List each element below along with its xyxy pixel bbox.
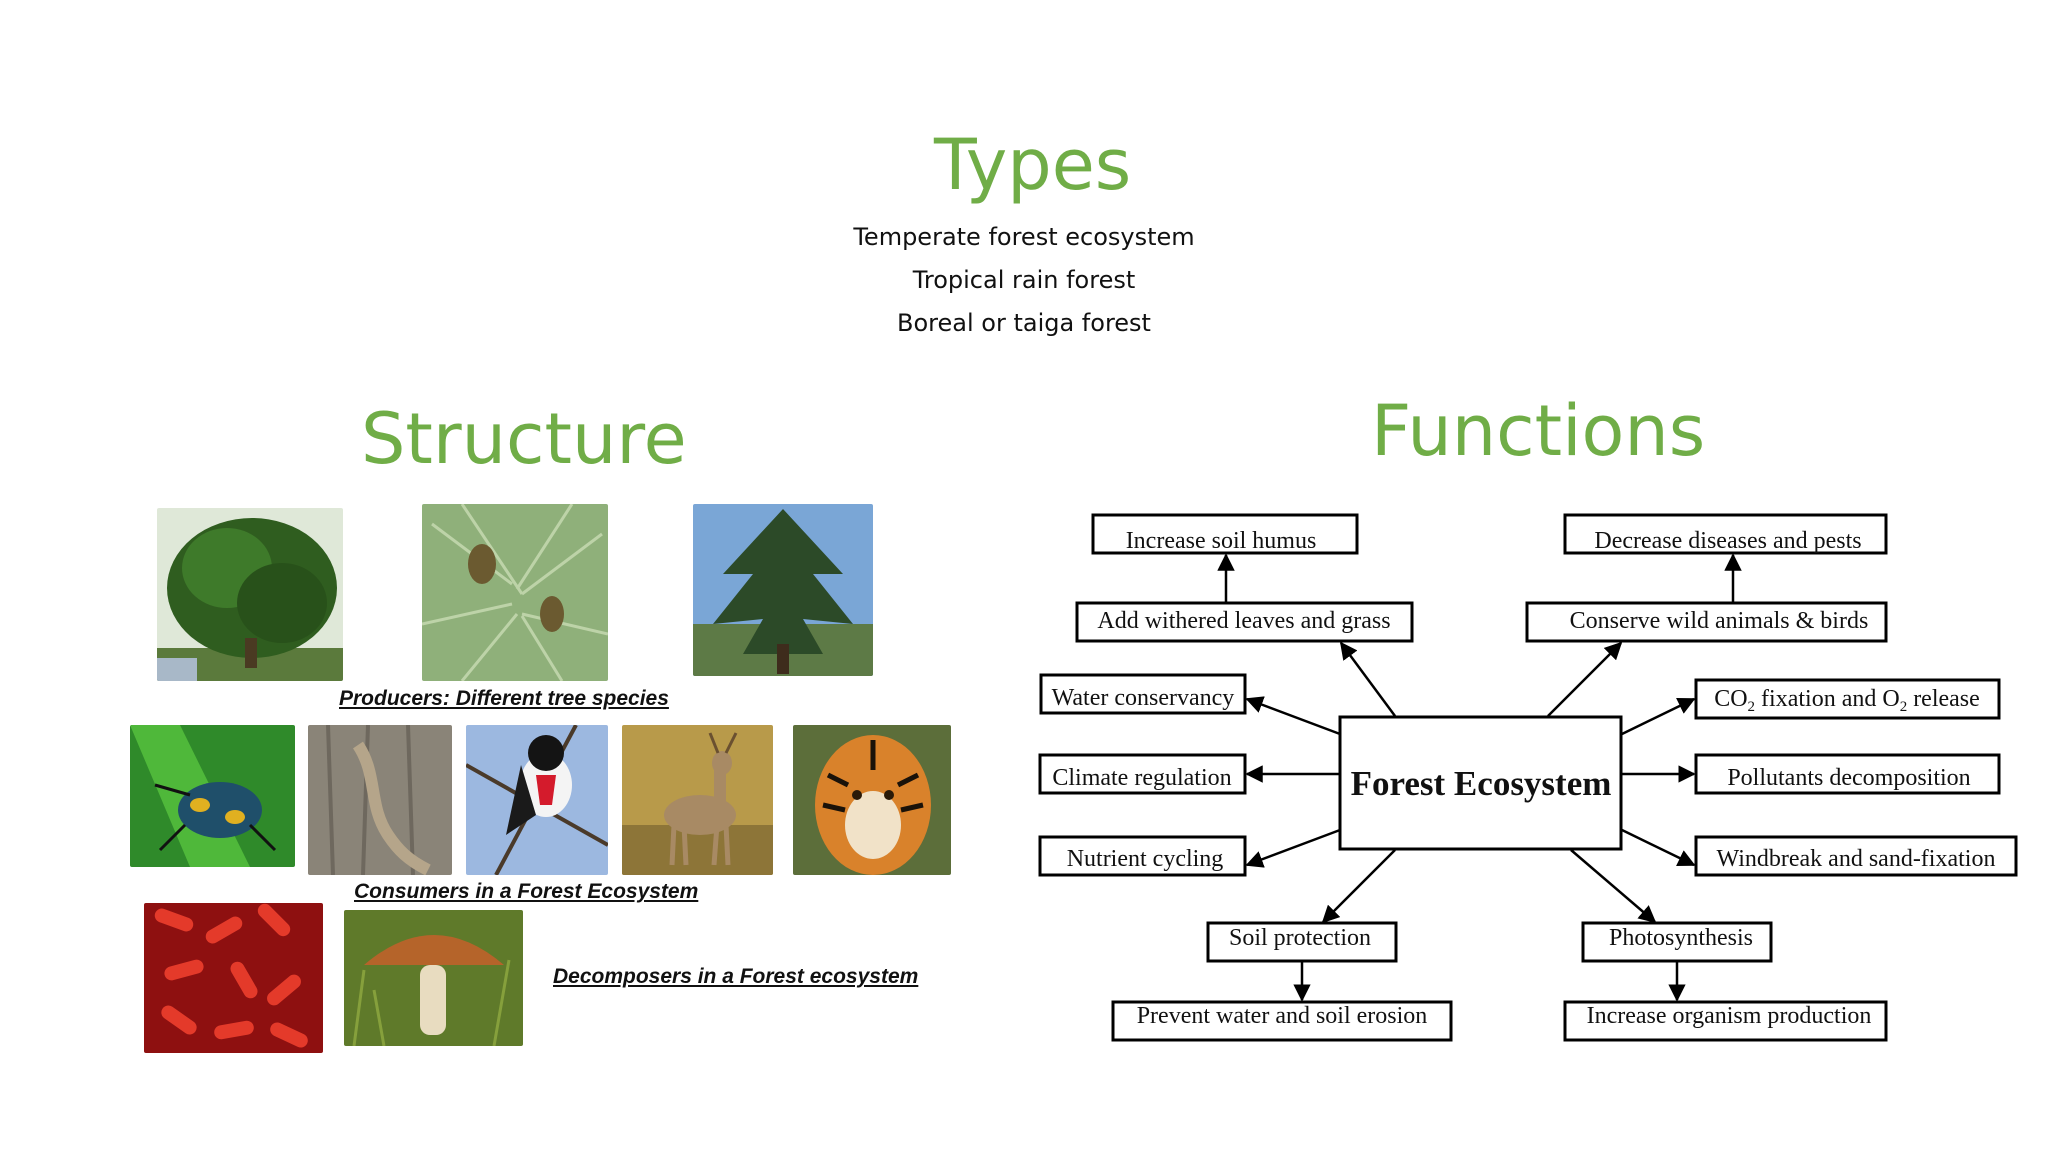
label-pollutants: Pollutants decomposition [1727, 765, 1970, 791]
label-photosynthesis: Photosynthesis [1609, 925, 1753, 951]
arrow-to-co2 [1621, 697, 1696, 736]
arrow-to-water-conservancy [1245, 696, 1341, 736]
deer-photo [622, 725, 773, 875]
arrow-to-nutrient-cycling [1245, 828, 1341, 868]
types-list: Temperate forest ecosystem Tropical rain… [724, 216, 1324, 345]
tree-photo-pine [422, 504, 608, 681]
box-add-withered [1075, 601, 1414, 643]
arrow-to-photosynthesis [1570, 849, 1657, 924]
types-item-temperate: Temperate forest ecosystem [853, 223, 1195, 251]
center-label: Forest Ecosystem [1351, 764, 1612, 803]
consumers-caption: Consumers in a Forest Ecosystem [354, 880, 699, 903]
box-photosynthesis [1581, 921, 1773, 963]
lizard-photo [308, 725, 452, 875]
arrow-to-conserve-wild [1547, 641, 1623, 717]
tree-photo-cedar [693, 504, 873, 676]
center-box [1338, 715, 1623, 851]
label-add-withered: Add withered leaves and grass [1097, 608, 1390, 634]
types-item-tropical: Tropical rain forest [912, 266, 1136, 294]
box-increase-soil-humus [1091, 513, 1359, 555]
types-heading: Types [934, 124, 1132, 206]
box-nutrient-cycling [1038, 835, 1247, 877]
producers-caption: Producers: Different tree species [339, 687, 669, 710]
label-conserve-wild: Conserve wild animals & birds [1570, 608, 1869, 634]
box-co2 [1694, 678, 2001, 720]
label-decrease-diseases: Decrease diseases and pests [1594, 528, 1861, 554]
arrow-to-windbreak [1621, 828, 1696, 867]
box-decrease-diseases [1563, 513, 1888, 555]
tree-photo-broadleaf [157, 508, 343, 681]
bacteria-photo [144, 903, 323, 1053]
decomposers-caption: Decomposers in a Forest ecosystem [553, 965, 919, 988]
bird-photo [466, 725, 608, 875]
box-conserve-wild [1525, 601, 1888, 643]
types-item-boreal: Boreal or taiga forest [897, 309, 1151, 337]
label-windbreak: Windbreak and sand-fixation [1717, 846, 1996, 872]
box-water-conservancy [1039, 673, 1247, 715]
box-prevent-erosion [1111, 1000, 1453, 1042]
arrow-to-soil-protection [1321, 849, 1396, 924]
functions-heading: Functions [1371, 390, 1706, 472]
box-pollutants [1694, 753, 2001, 795]
label-climate-regulation: Climate regulation [1052, 765, 1231, 791]
box-soil-protection [1206, 921, 1398, 963]
box-climate-regulation [1038, 753, 1247, 795]
tiger-photo [793, 725, 951, 875]
structure-heading: Structure [361, 398, 687, 480]
box-windbreak [1694, 835, 2018, 877]
mushroom-photo [344, 910, 523, 1046]
label-prevent-erosion: Prevent water and soil erosion [1137, 1003, 1428, 1029]
forest-ecosystem-diagram: Forest Ecosystem Increase soil humus Add… [1038, 513, 2018, 1042]
box-increase-organism [1563, 1000, 1888, 1042]
label-water-conservancy: Water conservancy [1052, 685, 1235, 711]
label-increase-soil-humus: Increase soil humus [1126, 528, 1317, 554]
beetle-photo [130, 725, 295, 867]
label-co2: CO2 fixation and O2 release [1714, 686, 1980, 715]
label-soil-protection: Soil protection [1229, 925, 1371, 951]
arrow-to-add-withered [1339, 641, 1397, 717]
label-increase-organism: Increase organism production [1587, 1003, 1872, 1029]
label-nutrient-cycling: Nutrient cycling [1067, 846, 1224, 872]
